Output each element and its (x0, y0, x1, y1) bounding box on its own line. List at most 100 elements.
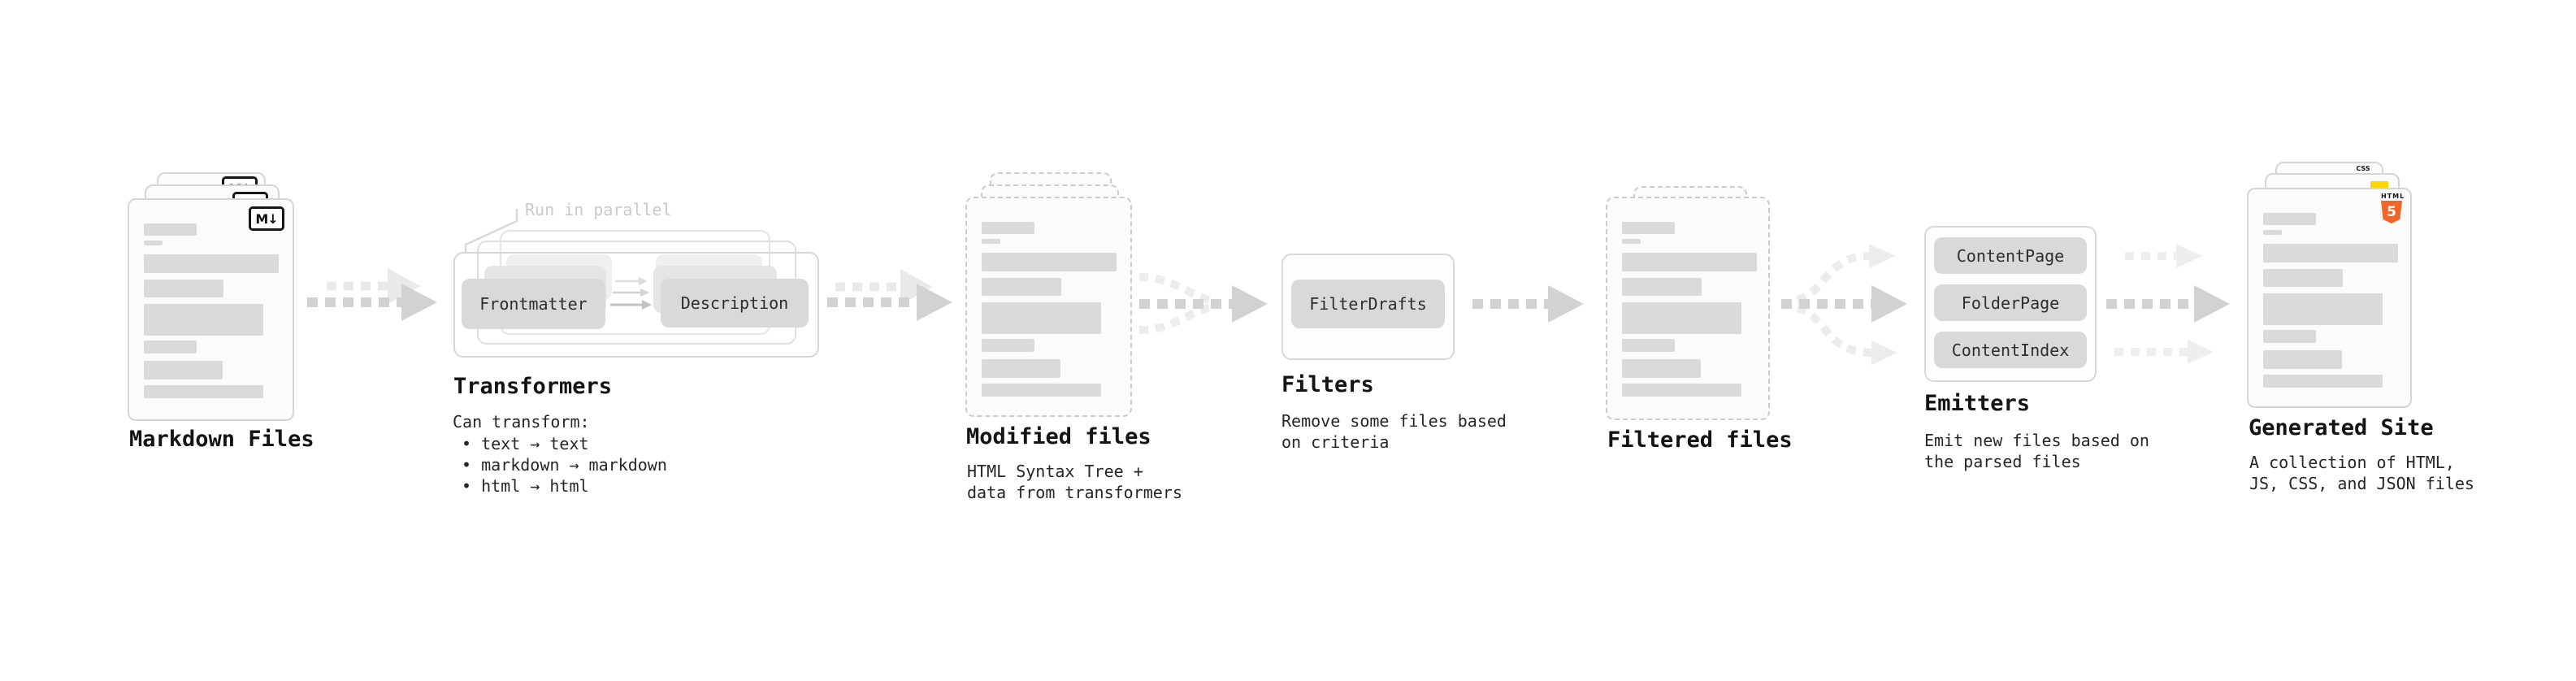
placeholder-line (1622, 339, 1675, 352)
arrow-filtered-to-emitters-fanout (1781, 244, 1907, 365)
placeholder-line (2263, 244, 2398, 262)
stage-modified-files (965, 172, 1144, 421)
placeholder-line (1622, 239, 1641, 244)
arrowhead (1232, 285, 1268, 323)
folderpage-pill: FolderPage (1934, 284, 2087, 321)
arrowhead (1871, 340, 1897, 365)
placeholder-line (982, 359, 1060, 378)
arrowhead (900, 269, 933, 305)
arrow-transformers-to-modified (827, 269, 952, 321)
transformers-bullets: • text → text • markdown → markdown • ht… (462, 433, 667, 497)
merge-curve-bottom (1138, 302, 1216, 334)
filterdrafts-pill: FilterDrafts (1291, 280, 1445, 328)
fan-curve-bottom (1796, 304, 1872, 357)
arrow-emitters-to-generated (2106, 244, 2230, 364)
html5-icon-number: 5 (2387, 204, 2396, 220)
html5-icon: HTML 5 (2381, 193, 2404, 223)
generated-site-caption: A collection of HTML, JS, CSS, and JSON … (2249, 452, 2474, 494)
fan-curve-top (1796, 252, 1870, 304)
generated-site-title: Generated Site (2249, 415, 2434, 440)
merge-curve-top (1138, 273, 1216, 306)
placeholder-line (144, 241, 163, 245)
placeholder-line (144, 254, 279, 273)
placeholder-line (982, 278, 1061, 296)
placeholder-line (2263, 293, 2383, 325)
caption-line: JS, CSS, and JSON files (2249, 474, 2474, 493)
placeholder-line (144, 280, 223, 297)
placeholder-line (2263, 230, 2282, 235)
caption-line: Emit new files based on (1924, 431, 2149, 450)
arrowhead (917, 284, 952, 321)
arrowhead (2188, 340, 2214, 364)
placeholder-line (1622, 302, 1741, 334)
arrowhead (2176, 244, 2202, 268)
document-placeholder-lines (1607, 198, 1768, 397)
arrow-modified-to-filters-merge (1138, 273, 1268, 334)
arrow-markdown-to-transformers (307, 268, 437, 321)
description-pill: Description (661, 279, 809, 327)
markdown-files-title: Markdown Files (129, 427, 314, 452)
placeholder-line (1622, 359, 1701, 378)
bullet-text-to-text: • text → text (462, 434, 589, 453)
placeholder-line (982, 222, 1034, 234)
stage-generated-site: CSS HTML 5 (2247, 162, 2426, 410)
arrowhead (1869, 244, 1895, 268)
arrow-filters-to-filtered (1472, 285, 1584, 323)
file-card-front: HTML 5 (2247, 188, 2412, 408)
transformers-title: Transformers (453, 374, 613, 399)
css-icon-label: CSS (2356, 165, 2370, 172)
run-in-parallel-annotation: Run in parallel (525, 200, 672, 219)
modified-files-caption: HTML Syntax Tree + data from transformer… (967, 461, 1182, 503)
caption-line: HTML Syntax Tree + (967, 462, 1143, 481)
frontmatter-pill: Frontmatter (462, 279, 605, 329)
stage-markdown-files: M↓ M↓ M↓ (128, 172, 306, 421)
placeholder-line (982, 253, 1117, 271)
emitters-caption: Emit new files based on the parsed files (1924, 430, 2149, 472)
placeholder-line (144, 304, 263, 336)
document-placeholder-lines (967, 198, 1130, 397)
caption-line: the parsed files (1924, 452, 2081, 471)
file-card-front: M↓ (128, 198, 294, 421)
bullet-markdown-to-markdown: • markdown → markdown (462, 455, 667, 475)
filters-caption: Remove some files based on criteria (1281, 410, 1507, 453)
arrowhead (1548, 285, 1584, 323)
contentpage-pill: ContentPage (1934, 237, 2087, 274)
filtered-files-title: Filtered files (1607, 427, 1793, 453)
filters-title: Filters (1281, 372, 1374, 397)
placeholder-line (982, 302, 1101, 334)
document-placeholder-lines (129, 200, 293, 398)
file-card-front (965, 197, 1132, 417)
placeholder-line (1622, 222, 1675, 234)
placeholder-line (982, 384, 1101, 397)
caption-line: A collection of HTML, (2249, 453, 2455, 472)
placeholder-line (2263, 213, 2316, 225)
document-placeholder-lines (2249, 189, 2410, 388)
html5-icon-shield: 5 (2381, 201, 2402, 223)
placeholder-line (144, 340, 197, 354)
placeholder-line (2263, 350, 2342, 369)
transformer-box-front (453, 252, 819, 358)
file-card-front (1606, 197, 1770, 420)
contentindex-pill: ContentIndex (1934, 332, 2087, 368)
placeholder-line (2263, 269, 2343, 287)
placeholder-line (2263, 330, 2316, 343)
placeholder-line (1622, 278, 1702, 296)
stage-filtered-files (1606, 186, 1785, 422)
transformers-caption-title: Can transform: (453, 412, 590, 432)
placeholder-line (1622, 384, 1741, 397)
arrowhead (2194, 285, 2230, 323)
caption-line: Remove some files based (1281, 411, 1507, 431)
placeholder-line (982, 339, 1034, 352)
placeholder-line (2263, 375, 2383, 388)
placeholder-line (1622, 253, 1757, 271)
bullet-html-to-html: • html → html (462, 476, 589, 496)
caption-line: on criteria (1281, 432, 1390, 452)
caption-line: data from transformers (967, 483, 1182, 502)
markdown-icon: M↓ (249, 206, 284, 231)
placeholder-line (144, 223, 197, 236)
modified-files-title: Modified files (966, 424, 1151, 449)
placeholder-line (982, 239, 1000, 244)
arrowhead (1871, 285, 1907, 323)
placeholder-line (144, 361, 223, 380)
